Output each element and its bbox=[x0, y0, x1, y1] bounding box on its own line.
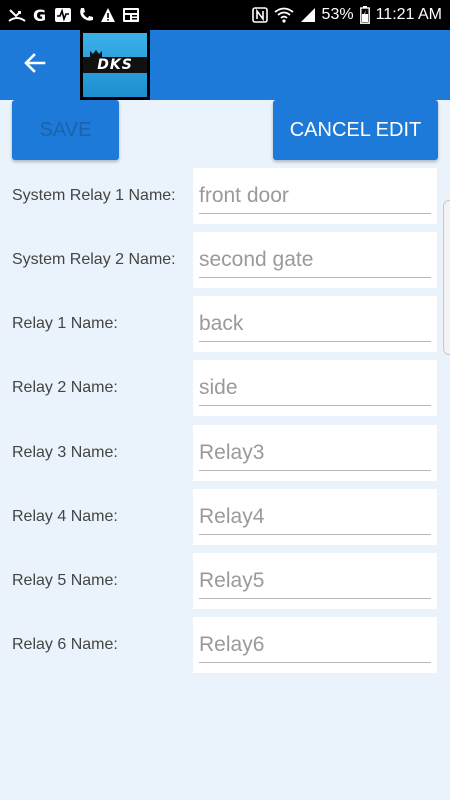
relay-field bbox=[193, 489, 437, 545]
logo-text: DKS bbox=[97, 57, 133, 73]
relay-field bbox=[193, 232, 437, 288]
relay-label: Relay 3 Name: bbox=[12, 444, 118, 461]
system-relay-2-input[interactable] bbox=[199, 242, 431, 278]
action-row: SAVE CANCEL EDIT bbox=[0, 100, 450, 162]
relay-row-1: Relay 1 Name: bbox=[0, 296, 450, 352]
relay-5-input[interactable] bbox=[199, 563, 431, 599]
status-time: 11:21 AM bbox=[375, 6, 442, 23]
relay-field bbox=[193, 425, 437, 481]
pulse-icon bbox=[54, 6, 72, 24]
wifi-icon bbox=[273, 6, 294, 24]
logo-background: DKS bbox=[83, 33, 147, 97]
relay-label: Relay 1 Name: bbox=[12, 315, 118, 332]
relay-3-input[interactable] bbox=[199, 435, 431, 471]
save-button[interactable]: SAVE bbox=[12, 100, 119, 160]
back-arrow-icon bbox=[23, 51, 47, 80]
relay-field bbox=[193, 553, 437, 609]
relay-row-6: Relay 6 Name: bbox=[0, 617, 450, 673]
app-logo: DKS bbox=[80, 30, 150, 100]
nfc-icon bbox=[251, 6, 268, 24]
signal-icon bbox=[300, 6, 316, 24]
relay-label: Relay 2 Name: bbox=[12, 379, 118, 396]
relay-field bbox=[193, 617, 437, 673]
warning-icon bbox=[100, 6, 116, 24]
relay-row-4: Relay 4 Name: bbox=[0, 489, 450, 545]
news-icon bbox=[122, 6, 140, 24]
relay-row-2: Relay 2 Name: bbox=[0, 360, 450, 416]
scroll-indicator[interactable] bbox=[443, 200, 450, 355]
crown-icon bbox=[89, 46, 103, 64]
logo-band: DKS bbox=[83, 57, 147, 73]
relay-field bbox=[193, 296, 437, 352]
relay-row-system-2: System Relay 2 Name: bbox=[0, 232, 450, 288]
cancel-edit-button[interactable]: CANCEL EDIT bbox=[273, 100, 438, 160]
battery-charging-icon bbox=[359, 6, 370, 24]
relay-field bbox=[193, 168, 437, 224]
svg-text:G: G bbox=[33, 7, 46, 23]
relay-label: Relay 6 Name: bbox=[12, 636, 118, 653]
back-button[interactable] bbox=[14, 45, 56, 85]
relay-row-system-1: System Relay 1 Name: bbox=[0, 168, 450, 224]
system-relay-1-input[interactable] bbox=[199, 178, 431, 214]
relay-2-input[interactable] bbox=[199, 370, 431, 406]
status-bar: G 53% 11:21 AM bbox=[0, 0, 450, 30]
app-bar bbox=[0, 30, 450, 100]
relay-field bbox=[193, 360, 437, 416]
battery-percent: 53% bbox=[321, 6, 354, 23]
google-icon: G bbox=[32, 6, 48, 24]
relay-4-input[interactable] bbox=[199, 499, 431, 535]
missed-call-icon bbox=[8, 6, 26, 24]
relay-label: System Relay 1 Name: bbox=[12, 187, 176, 204]
relay-label: System Relay 2 Name: bbox=[12, 251, 176, 268]
status-left-icons: G bbox=[8, 6, 140, 24]
relay-label: Relay 4 Name: bbox=[12, 508, 118, 525]
call-icon bbox=[78, 6, 94, 24]
relay-label: Relay 5 Name: bbox=[12, 572, 118, 589]
relay-row-3: Relay 3 Name: bbox=[0, 425, 450, 481]
relay-row-5: Relay 5 Name: bbox=[0, 553, 450, 609]
status-right-icons: 53% 11:21 AM bbox=[251, 6, 442, 24]
relay-6-input[interactable] bbox=[199, 627, 431, 663]
relay-1-input[interactable] bbox=[199, 306, 431, 342]
